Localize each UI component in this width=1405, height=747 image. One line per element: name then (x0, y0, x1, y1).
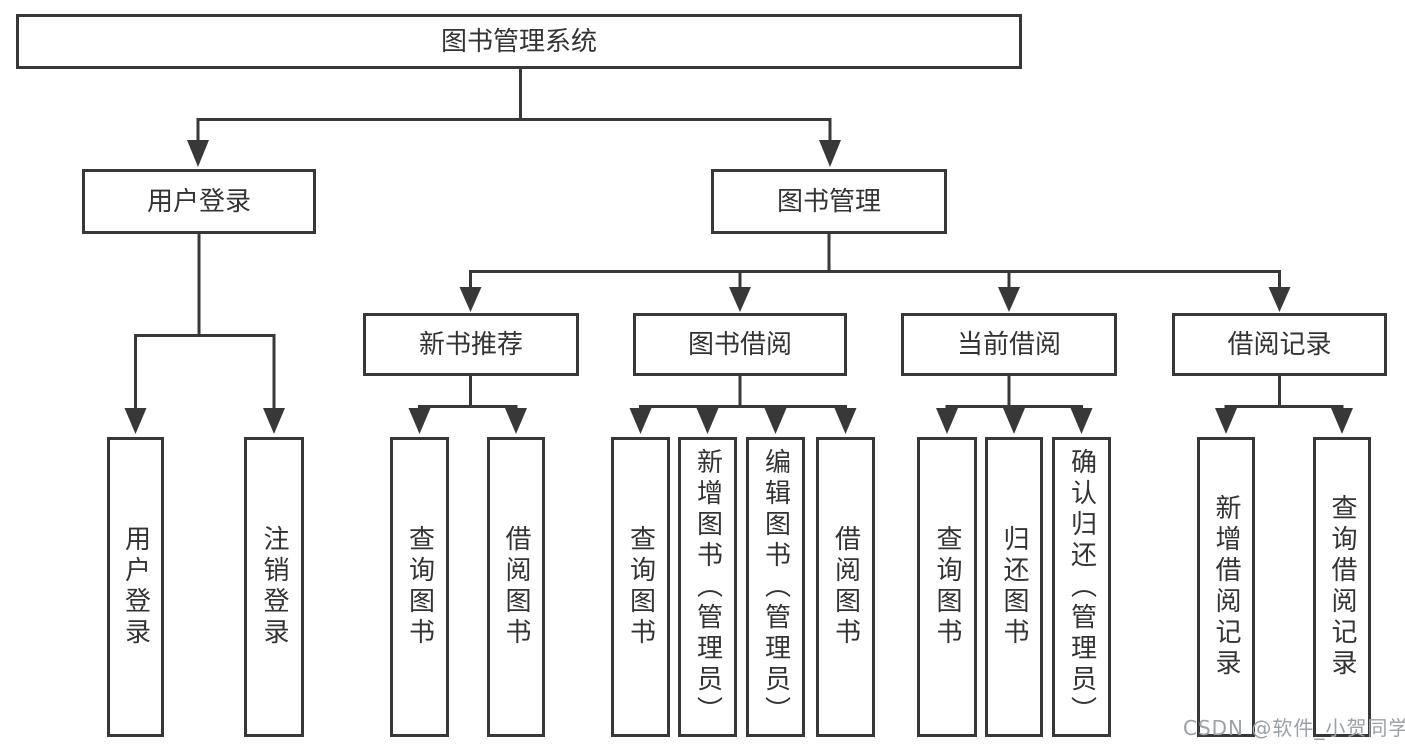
node-label: 借阅记录 (1227, 329, 1332, 360)
arrow-down-icon (764, 408, 787, 434)
arrow-down-icon (408, 408, 431, 434)
arrowheads (124, 140, 1353, 434)
connector-user-login-children (134, 233, 276, 410)
arrow-down-icon (834, 408, 857, 434)
node-label: 注销登录 (259, 525, 289, 649)
node-new-book-recommend: 新书推荐 (363, 313, 579, 376)
node-label: 借阅图书 (501, 525, 531, 649)
arrow-down-icon (729, 287, 751, 312)
connector-record-children (1224, 376, 1344, 411)
node-label: 编辑图书（管理员） (760, 447, 791, 727)
node-root-library-system: 图书管理系统 (16, 14, 1022, 69)
arrow-down-icon (819, 140, 841, 167)
connector-root-to-level2 (196, 68, 832, 143)
leaf-current-return-book: 归还图书 (985, 437, 1043, 737)
leaf-borrow-add-book-admin: 新增图书（管理员） (678, 437, 737, 737)
node-label: 当前借阅 (956, 329, 1061, 360)
node-borrow-record: 借阅记录 (1172, 313, 1387, 376)
node-label: 用户登录 (146, 186, 251, 217)
node-label: 新书推荐 (418, 329, 523, 360)
leaf-current-query-book: 查询图书 (917, 437, 977, 737)
leaf-logout: 注销登录 (244, 437, 304, 737)
node-label: 图书管理 (776, 186, 881, 217)
arrow-down-icon (1331, 408, 1353, 434)
leaf-record-query-borrow-record: 查询借阅记录 (1313, 437, 1371, 737)
node-book-borrow: 图书借阅 (633, 313, 847, 376)
node-label: 查询借阅记录 (1327, 494, 1357, 680)
node-label: 借阅图书 (830, 525, 861, 649)
node-book-management: 图书管理 (711, 169, 947, 234)
arrow-down-icon (187, 140, 209, 167)
arrow-down-icon (263, 408, 285, 434)
arrow-down-icon (696, 408, 719, 434)
leaf-borrow-borrow-book: 借阅图书 (816, 437, 875, 737)
connector-current-children (945, 375, 1083, 411)
leaf-borrow-query-book: 查询图书 (611, 437, 670, 737)
connector-book-management-children (469, 233, 1281, 288)
arrow-down-icon (1003, 408, 1025, 434)
connector-recommend-children (418, 375, 518, 411)
arrow-down-icon (124, 408, 147, 434)
node-label: 新增借阅记录 (1211, 494, 1241, 680)
leaf-recommend-query-book: 查询图书 (390, 437, 449, 737)
node-current-borrow: 当前借阅 (901, 313, 1117, 376)
leaf-borrow-edit-book-admin: 编辑图书（管理员） (746, 437, 805, 737)
connector-borrow-children (639, 375, 847, 411)
leaf-record-add-borrow-record: 新增借阅记录 (1197, 437, 1255, 737)
arrow-down-icon (936, 408, 958, 434)
node-label: 用户登录 (120, 525, 151, 649)
node-label: 图书借阅 (687, 329, 792, 360)
node-label: 新增图书（管理员） (692, 447, 723, 727)
node-label: 查询图书 (932, 525, 962, 649)
leaf-user-login: 用户登录 (107, 437, 164, 737)
arrow-down-icon (998, 287, 1020, 312)
node-label: 归还图书 (999, 525, 1029, 649)
arrow-down-icon (505, 408, 527, 434)
arrow-down-icon (629, 408, 652, 434)
node-label: 查询图书 (625, 525, 656, 649)
arrow-down-icon (1268, 287, 1291, 312)
node-label: 图书管理系统 (440, 26, 597, 57)
arrow-down-icon (459, 287, 482, 312)
arrow-down-icon (1070, 408, 1093, 434)
node-user-login: 用户登录 (82, 169, 316, 234)
leaf-current-confirm-return-admin: 确认归还（管理员） (1052, 437, 1111, 737)
node-label: 确认归还（管理员） (1066, 447, 1097, 727)
arrow-down-icon (1215, 408, 1237, 434)
leaf-recommend-borrow-book: 借阅图书 (487, 437, 545, 737)
node-label: 查询图书 (404, 525, 435, 649)
